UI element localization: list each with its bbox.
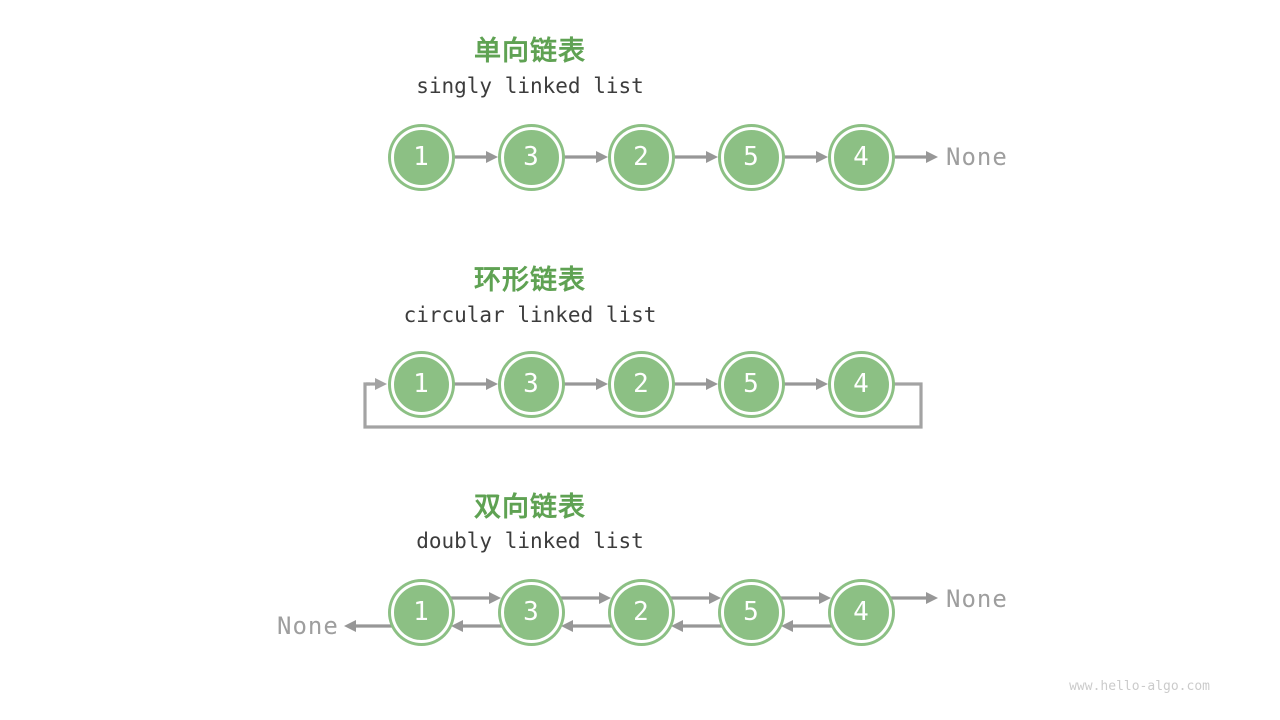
node-circular-4: 4 [830,353,892,415]
section-title-singly: 单向链表 [474,36,586,66]
section-title-doubly: 双向链表 [474,492,586,522]
none-label-doubly-tail: None [946,585,1008,613]
section-subtitle-doubly: doubly linked list [416,529,644,553]
arrow-head [344,620,356,632]
arrow-head [706,151,718,163]
node-circular-1: 3 [500,353,562,415]
node-singly-2: 2 [610,126,672,188]
arrow-head [375,378,387,390]
arrow-head [926,151,938,163]
node-circular-3: 5 [720,353,782,415]
arrow-head [451,620,463,632]
none-label-doubly-head: None [277,612,339,640]
arrow-head [671,620,683,632]
arrow-head [816,378,828,390]
node-singly-4: 4 [830,126,892,188]
arrow-head [706,378,718,390]
arrow-head [709,592,721,604]
section-subtitle-singly: singly linked list [416,74,644,98]
node-singly-3: 5 [720,126,782,188]
section-subtitle-circular: circular linked list [403,303,657,327]
node-doubly-0: 1 [390,581,452,643]
node-doubly-4: 4 [830,581,892,643]
arrow-head [816,151,828,163]
arrow-head [486,151,498,163]
arrow-head [596,151,608,163]
node-circular-0: 1 [390,353,452,415]
arrow-head [486,378,498,390]
arrow-head [926,592,938,604]
node-doubly-2: 2 [610,581,672,643]
arrow-head [819,592,831,604]
arrow-head [599,592,611,604]
node-doubly-3: 5 [720,581,782,643]
arrow-head [489,592,501,604]
arrow-head [561,620,573,632]
watermark: www.hello-algo.com [1069,679,1210,694]
node-singly-0: 1 [390,126,452,188]
arrow-head [781,620,793,632]
node-doubly-1: 3 [500,581,562,643]
arrow-head [596,378,608,390]
none-label-singly-tail: None [946,143,1008,171]
node-circular-2: 2 [610,353,672,415]
node-singly-1: 3 [500,126,562,188]
section-title-circular: 环形链表 [474,265,586,295]
